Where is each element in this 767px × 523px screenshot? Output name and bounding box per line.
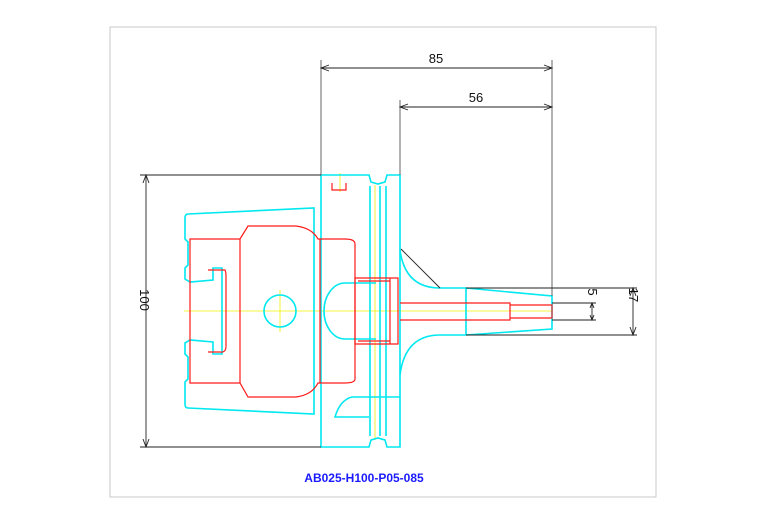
drawing-frame xyxy=(109,26,657,498)
dim-shank-length: 56 xyxy=(469,90,483,105)
dimensions xyxy=(140,60,637,449)
part-number-title: AB025-H100-P05-085 xyxy=(304,471,424,485)
collet-taper xyxy=(465,287,553,336)
dim-overall-length: 85 xyxy=(429,51,443,66)
dim-bore-diameter: 5 xyxy=(585,288,600,295)
cross-hole xyxy=(263,294,297,328)
dim-flange-height: 100 xyxy=(137,289,152,311)
shaft-bore xyxy=(400,302,511,321)
centerlines xyxy=(184,173,552,440)
holder-body-outline xyxy=(184,207,315,415)
hidden-section xyxy=(189,183,553,398)
dim-collet-diameter: 17 xyxy=(626,288,641,302)
flange-outline xyxy=(320,174,553,448)
